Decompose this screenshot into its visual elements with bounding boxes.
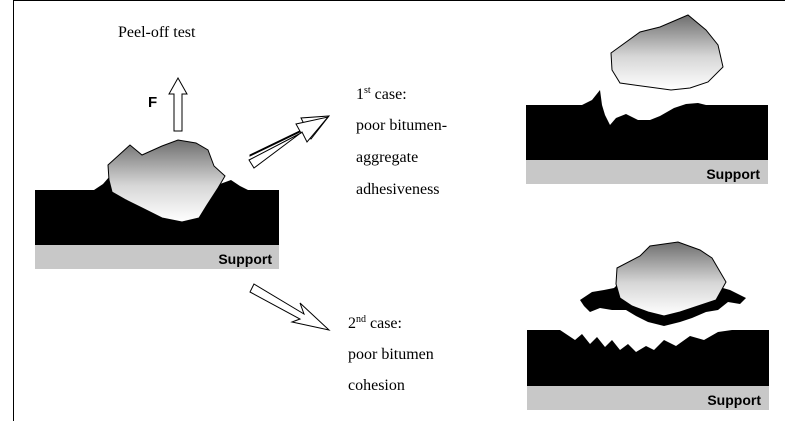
case1-support-layer	[526, 160, 768, 184]
arrow-to-case2-icon	[249, 283, 331, 331]
support-label: Support	[218, 251, 272, 267]
case1-detached-aggregate	[610, 14, 724, 91]
case1-line-3: adhesiveness	[356, 181, 440, 198]
force-arrow-icon	[168, 76, 188, 132]
case1-ordinal-number: 1	[356, 86, 364, 103]
case2-support-layer	[527, 386, 769, 410]
case2-ordinal-number: 2	[348, 315, 356, 332]
case1-ordinal-suffix: st	[364, 85, 371, 96]
case1-bitumen-layer	[526, 90, 768, 160]
case2-ordinal-suffix: nd	[356, 314, 366, 325]
case2-heading: 2nd case:	[348, 314, 402, 332]
arrow-to-case1-body	[248, 116, 330, 169]
case2-line-1: poor bitumen	[348, 346, 434, 363]
initial-specimen: Support	[35, 139, 279, 269]
support-layer	[35, 245, 279, 269]
title-text: Peel-off test	[118, 24, 196, 41]
case1-heading-rest: case:	[371, 86, 407, 103]
force-label: F	[148, 94, 157, 111]
case2-specimen: Support	[527, 241, 769, 410]
case1-line-1: poor bitumen-	[356, 117, 447, 134]
case2-lifted-aggregate	[615, 241, 727, 317]
case1-specimen: Support	[526, 14, 768, 184]
case2-heading-rest: case:	[366, 315, 402, 332]
case2-line-2: cohesion	[348, 377, 405, 394]
case1-line-2: aggregate	[356, 149, 418, 166]
case1-heading: 1st case:	[356, 85, 407, 103]
case2-bitumen-layer	[527, 330, 769, 386]
case1-support-label: Support	[706, 166, 760, 182]
aggregate-stone	[107, 139, 226, 223]
case2-support-label: Support	[707, 392, 761, 408]
